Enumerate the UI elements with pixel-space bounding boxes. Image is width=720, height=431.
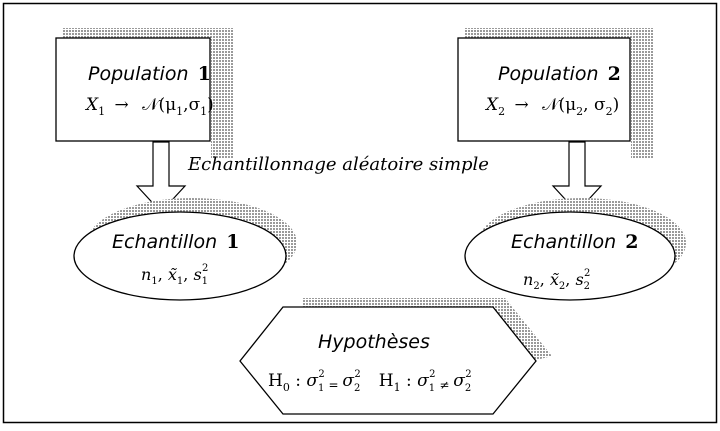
- sample-1-sep1: ,: [158, 265, 168, 284]
- population-2-var: X: [484, 95, 499, 115]
- population-2-box: Population 2 X2 → 𝒩(μ2, σ2): [457, 28, 653, 158]
- h0-sigma-1-sup: 2: [318, 369, 324, 380]
- population-2-sigma-sub: 2: [606, 105, 613, 118]
- population-1-law: X1 → 𝒩(μ1,σ1): [84, 95, 214, 120]
- sample-2-title-text: Echantillon: [511, 231, 616, 253]
- h1-sigma-1-sub: 1: [429, 383, 435, 394]
- sample-2-sep2: ,: [565, 270, 575, 289]
- sample-1-sep2: ,: [183, 265, 193, 284]
- sample-2-shape: [464, 211, 676, 301]
- h1-sigma-1-sup: 2: [429, 369, 435, 380]
- h1-sigma-2-sup: 2: [465, 369, 471, 380]
- hypotheses-shape: [239, 306, 537, 415]
- sample-2-title: Echantillon 2: [511, 231, 638, 253]
- sample-2-sep1: ,: [540, 270, 550, 289]
- population-1-title-text: Population: [88, 63, 189, 85]
- sample-2-s: s: [575, 270, 583, 289]
- sample-1-n-sub: 1: [151, 276, 157, 287]
- population-1-var-sub: 1: [98, 105, 105, 118]
- sample-2-n-sub: 2: [533, 281, 539, 292]
- population-2-comma: ,: [583, 95, 594, 115]
- population-2-sigma: σ: [594, 95, 606, 115]
- h1-sigma-2-sub: 2: [465, 383, 471, 394]
- sample-1-s: s: [193, 265, 201, 284]
- h1-not-equals: ≠: [436, 378, 454, 392]
- population-1-close: ): [207, 95, 214, 115]
- h1-sub: 1: [394, 381, 401, 394]
- sample-1-xbar: x̃: [168, 265, 177, 284]
- sample-2-xbar-sub: 2: [559, 281, 565, 292]
- population-1-arrow: →: [115, 95, 129, 115]
- h0-sigma-2: σ: [342, 371, 354, 391]
- population-2-close: ): [613, 95, 620, 115]
- population-1-var: X: [84, 95, 99, 115]
- h1-sigma-2: σ: [453, 371, 465, 391]
- h1-label: H: [379, 371, 394, 391]
- population-1-shadow: [62, 28, 233, 158]
- population-1-rect: [55, 37, 211, 142]
- h0-label: H: [268, 371, 283, 391]
- h0-sub: 0: [283, 381, 290, 394]
- population-2-index: 2: [608, 63, 621, 85]
- h0-sigma-2-sub: 2: [354, 383, 360, 394]
- h1-sigma-1: σ: [417, 371, 429, 391]
- sample-1-title: Echantillon 1: [112, 231, 239, 253]
- sample-1-index: 1: [226, 231, 239, 253]
- sample-1-s-sup: 2: [202, 263, 208, 274]
- h0-sigma-1-sub: 1: [318, 383, 324, 394]
- population-2-arrow: →: [515, 95, 529, 115]
- population-2-dist: 𝒩(: [542, 95, 565, 115]
- sample-1-title-text: Echantillon: [112, 231, 217, 253]
- sample-2-index: 2: [625, 231, 638, 253]
- population-1-index: 1: [198, 63, 211, 85]
- h0-sigma-2-sup: 2: [354, 369, 360, 380]
- population-1-mu: μ: [165, 95, 176, 115]
- population-2-mu: μ: [565, 95, 576, 115]
- sample-1-s-sub: 1: [202, 276, 208, 287]
- sample-1-stats: n1, x̃1, s12: [141, 263, 208, 287]
- sample-2-ellipse: Echantillon 2 n2, x̃2, s22: [464, 198, 686, 301]
- population-2-mu-sub: 2: [576, 105, 583, 118]
- population-1-dist: 𝒩(: [142, 95, 165, 115]
- sample-1-xbar-sub: 1: [177, 276, 183, 287]
- h0-colon: :: [290, 371, 307, 391]
- population-1-title: Population 1: [88, 63, 211, 85]
- h1-colon: :: [401, 371, 418, 391]
- hypotheses-title: Hypothèses: [318, 331, 430, 353]
- population-1-mu-sub: 1: [176, 105, 183, 118]
- population-1-box: Population 1 X1 → 𝒩(μ1,σ1): [55, 28, 233, 158]
- population-2-shadow: [465, 28, 653, 158]
- population-2-rect: [457, 37, 631, 142]
- sample-1-n: n: [141, 265, 151, 284]
- outer-frame: [2, 2, 718, 424]
- sampling-label: Echantillonnage aléatoire simple: [187, 154, 489, 175]
- population-2-title-text: Population: [498, 63, 599, 85]
- population-2-law: X2 → 𝒩(μ2, σ2): [484, 95, 619, 120]
- sample-2-xbar: x̃: [550, 270, 559, 289]
- h0-sigma-1: σ: [306, 371, 318, 391]
- sample-1-shape: [73, 211, 287, 301]
- sample-2-s-sub: 2: [584, 281, 590, 292]
- population-2-title: Population 2: [498, 63, 621, 85]
- sample-2-stats: n2, x̃2, s22: [523, 268, 590, 292]
- population-2-var-sub: 2: [498, 105, 505, 118]
- population-1-sigma-sub: 1: [200, 105, 207, 118]
- population-1-comma: ,: [183, 95, 188, 115]
- sample-2-s-sup: 2: [584, 268, 590, 279]
- h0-equals: =: [325, 378, 343, 392]
- population-1-sigma: σ: [189, 95, 201, 115]
- sample-1-ellipse: Echantillon 1 n1, x̃1, s12: [73, 198, 297, 301]
- sample-2-n: n: [523, 270, 533, 289]
